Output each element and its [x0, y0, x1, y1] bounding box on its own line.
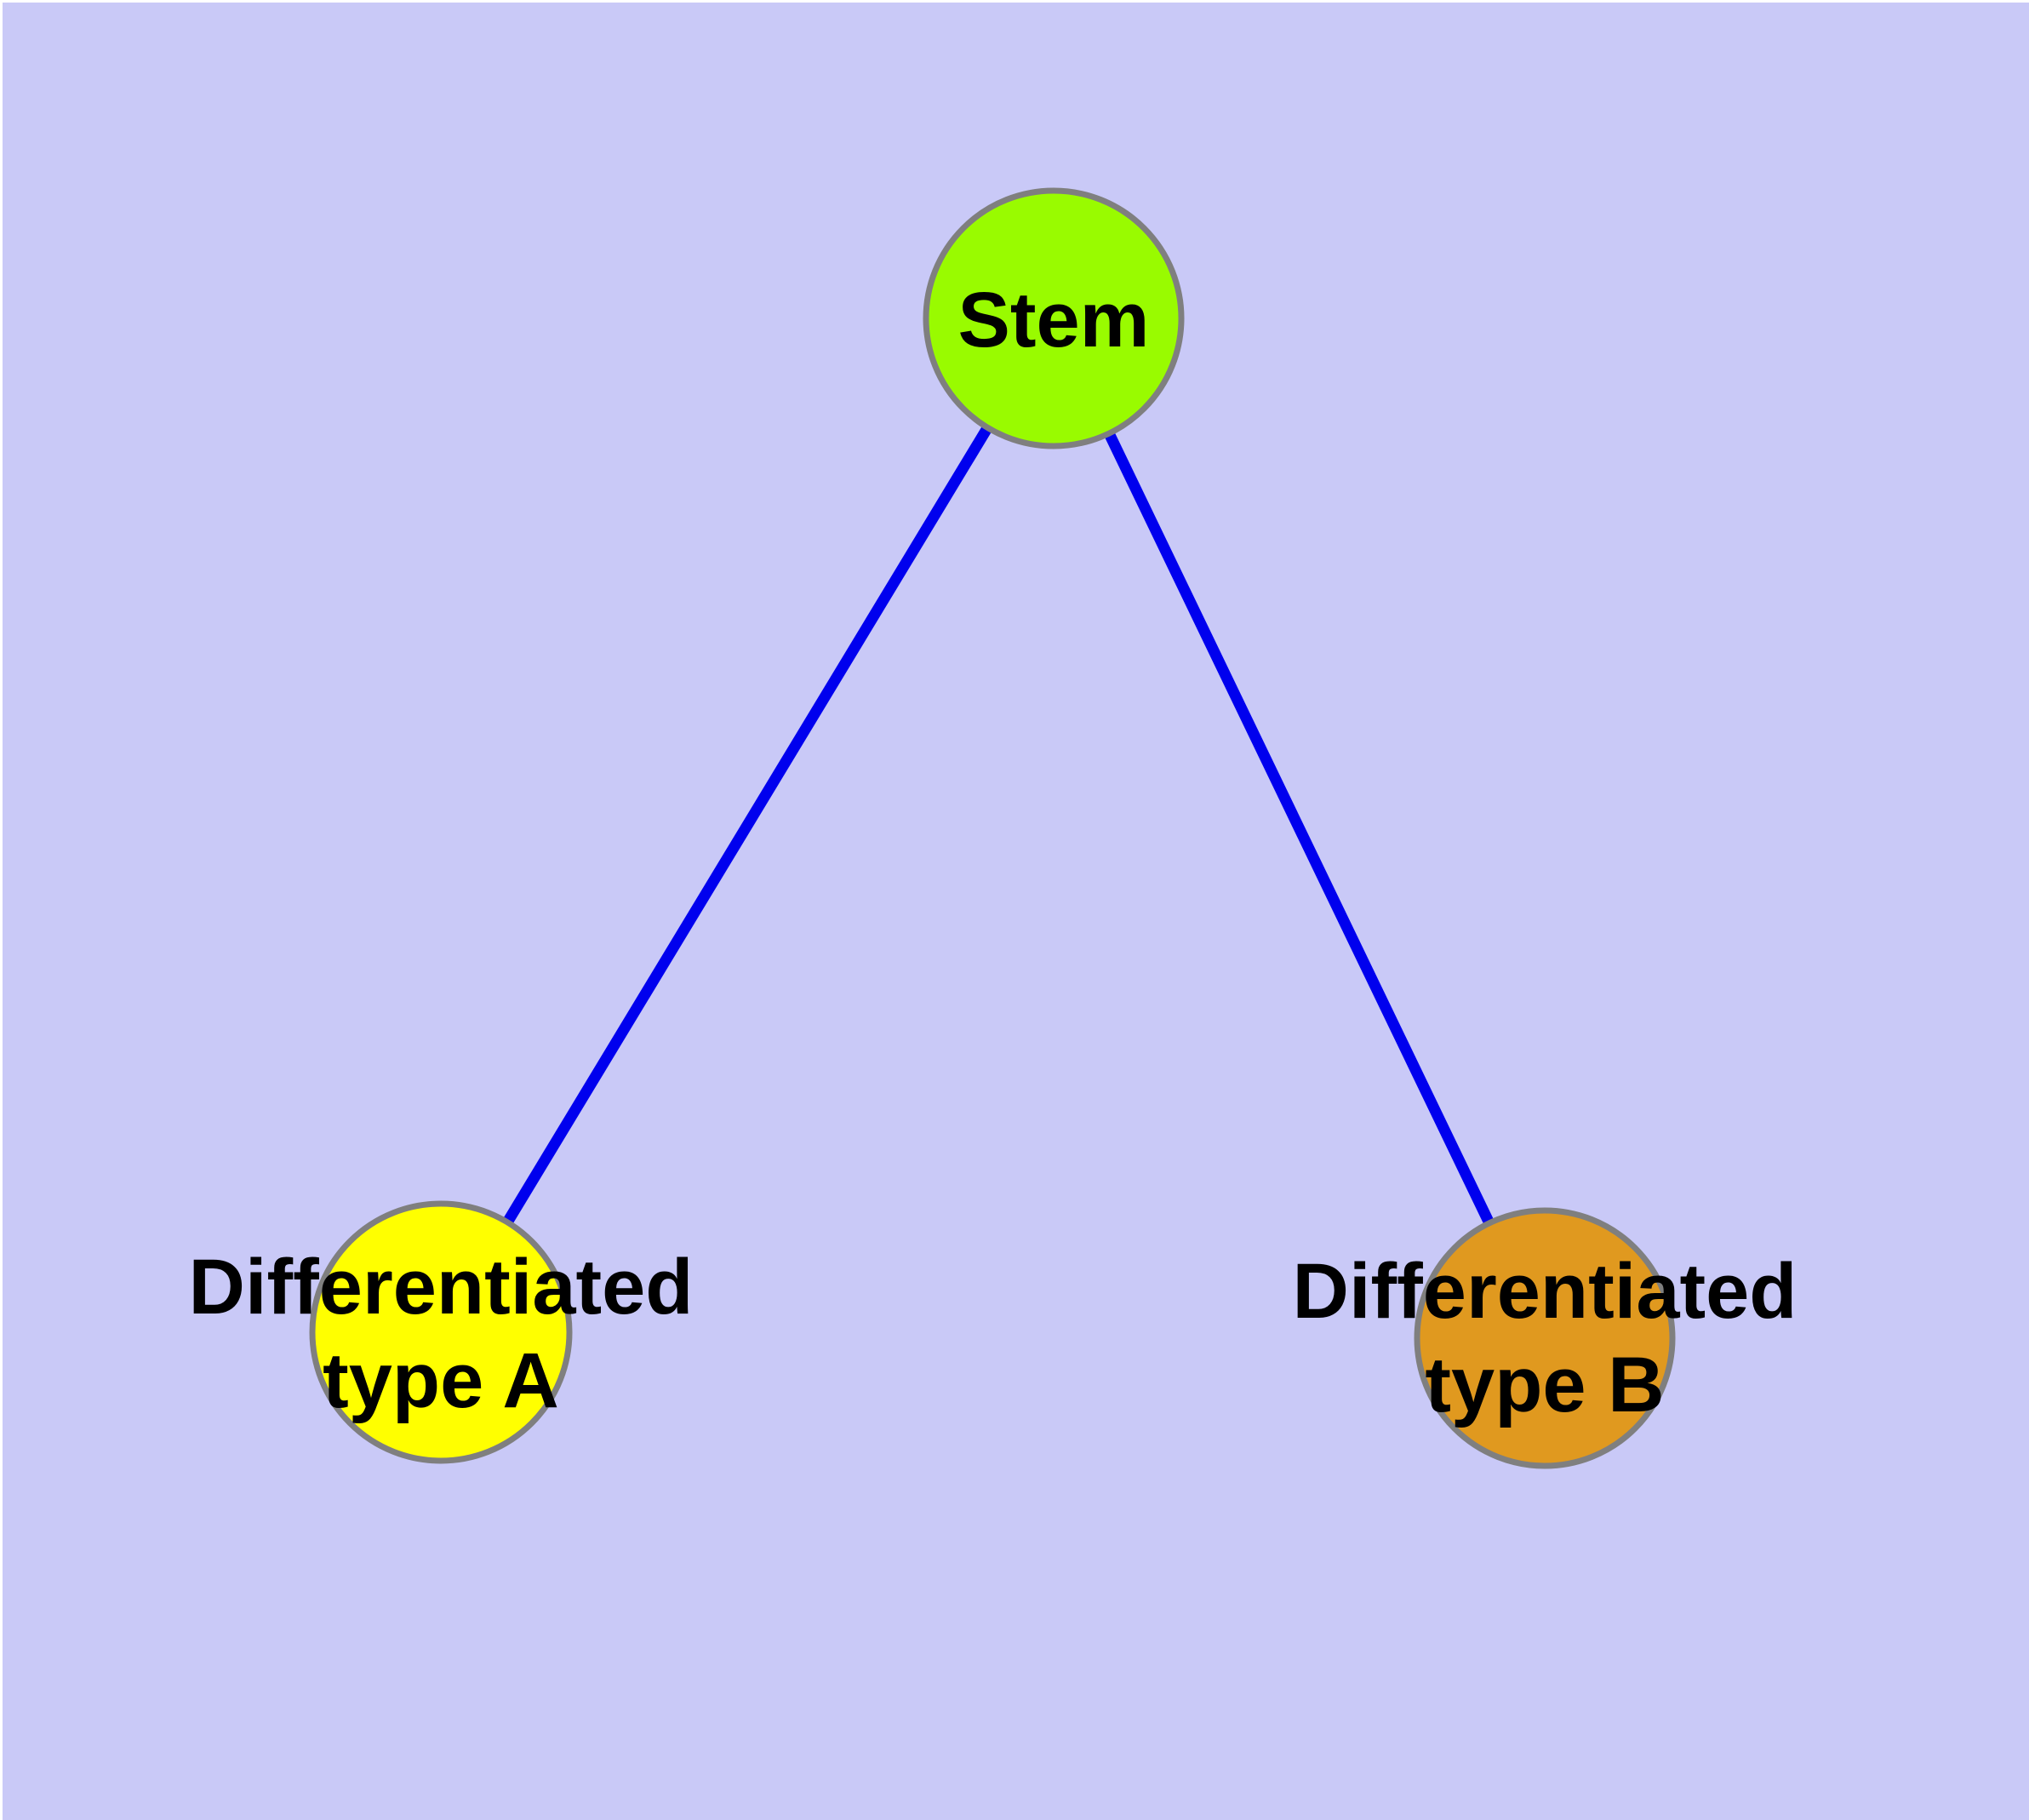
- type-b-node: [1414, 1207, 1676, 1469]
- type-a-node-label-line2: type A: [323, 1337, 559, 1424]
- type-b-node-label-line1: Differentiated: [1293, 1248, 1798, 1335]
- type-b-node-label-line2: type B: [1425, 1342, 1664, 1428]
- stem-node: [923, 187, 1185, 449]
- type-a-node: [309, 1200, 573, 1464]
- edge-stem-to-type-a: [436, 315, 1059, 1336]
- edge-stem-to-type-b: [1049, 316, 1550, 1341]
- type-a-node-label-line1: Differentiated: [189, 1244, 694, 1331]
- stem-node-label: Stem: [958, 277, 1150, 363]
